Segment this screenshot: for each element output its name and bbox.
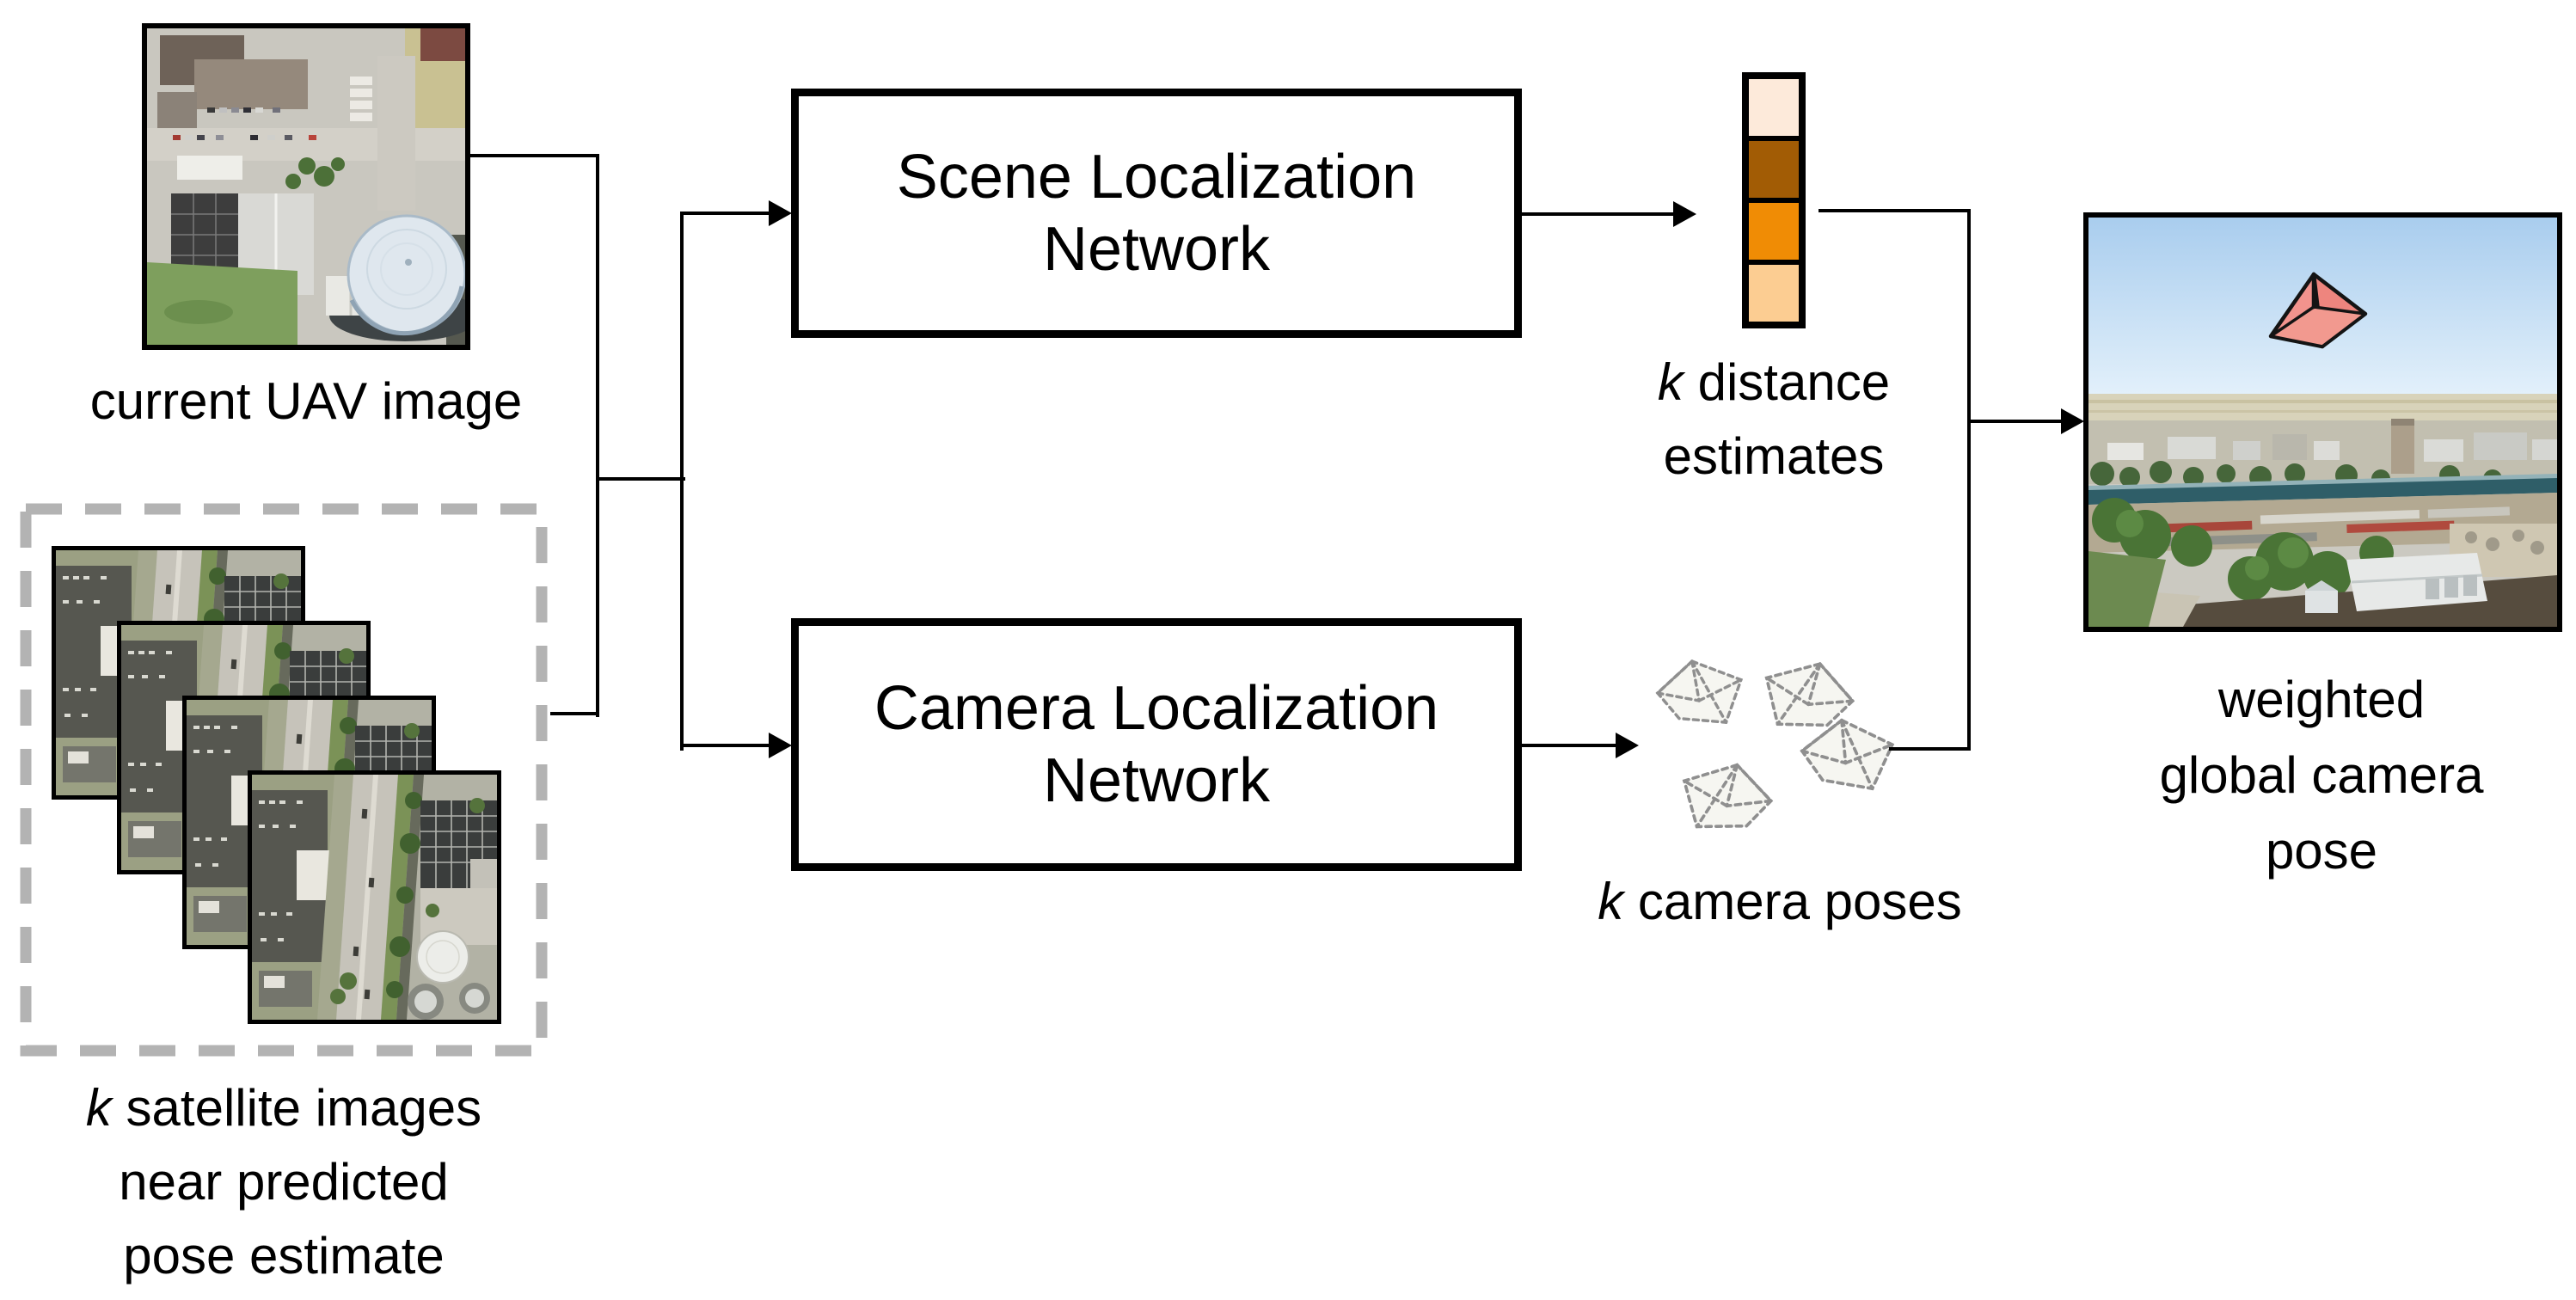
final-input-line	[1967, 420, 2062, 423]
distance-estimates-label: k distance estimates	[1657, 353, 1891, 485]
rendered-scene-photo	[2083, 212, 2562, 632]
scene-output-arrowhead-icon	[1673, 201, 1696, 227]
bus-to-fork-line	[596, 477, 685, 481]
uav-output-line	[470, 154, 599, 157]
camera-pose-frustum-icon	[1787, 713, 1906, 801]
merge-line	[1967, 209, 1971, 751]
colorbar-cell	[1749, 136, 1799, 198]
scene-localization-network-box: Scene Localization Network	[791, 89, 1522, 338]
colorbar-output-line	[1819, 209, 1971, 212]
scene-input-arrowhead-icon	[769, 200, 792, 226]
colorbar-cell	[1749, 260, 1799, 322]
final-input-arrowhead-icon	[2061, 408, 2084, 434]
fork-line	[680, 212, 684, 751]
camera-localization-network-box: Camera Localization Network	[791, 618, 1522, 871]
camera-input-arrowhead-icon	[769, 733, 792, 758]
uav-aerial-photo-art	[147, 28, 465, 345]
satellite-tile-photo	[248, 770, 501, 1024]
camera-pose-frustum-icon	[1646, 647, 1752, 743]
weighted-pose-label: weighted global camera pose	[2159, 671, 2484, 880]
scene-input-line	[680, 212, 770, 215]
colorbar-cell	[1749, 79, 1799, 136]
colorbar-cell	[1749, 198, 1799, 260]
distance-estimates-colorbar	[1742, 72, 1806, 328]
scene-output-line	[1522, 212, 1674, 216]
satellite-output-line	[550, 712, 599, 715]
camera-poses-label: k camera poses	[1598, 873, 1962, 930]
poses-output-line	[1889, 747, 1971, 751]
input-bus-line	[596, 154, 599, 717]
camera-output-arrowhead-icon	[1616, 733, 1639, 758]
camera-input-line	[680, 744, 770, 747]
rendered-scene-art	[2088, 218, 2557, 627]
camera-output-line	[1522, 744, 1616, 747]
uav-image-label: current UAV image	[89, 372, 523, 430]
uav-aerial-photo	[142, 23, 470, 350]
camera-pose-frustum-icon	[1669, 747, 1786, 852]
satellite-group-dashed-border	[20, 503, 548, 1057]
satellite-images-label: k satellite images near predicted pose e…	[85, 1079, 482, 1285]
